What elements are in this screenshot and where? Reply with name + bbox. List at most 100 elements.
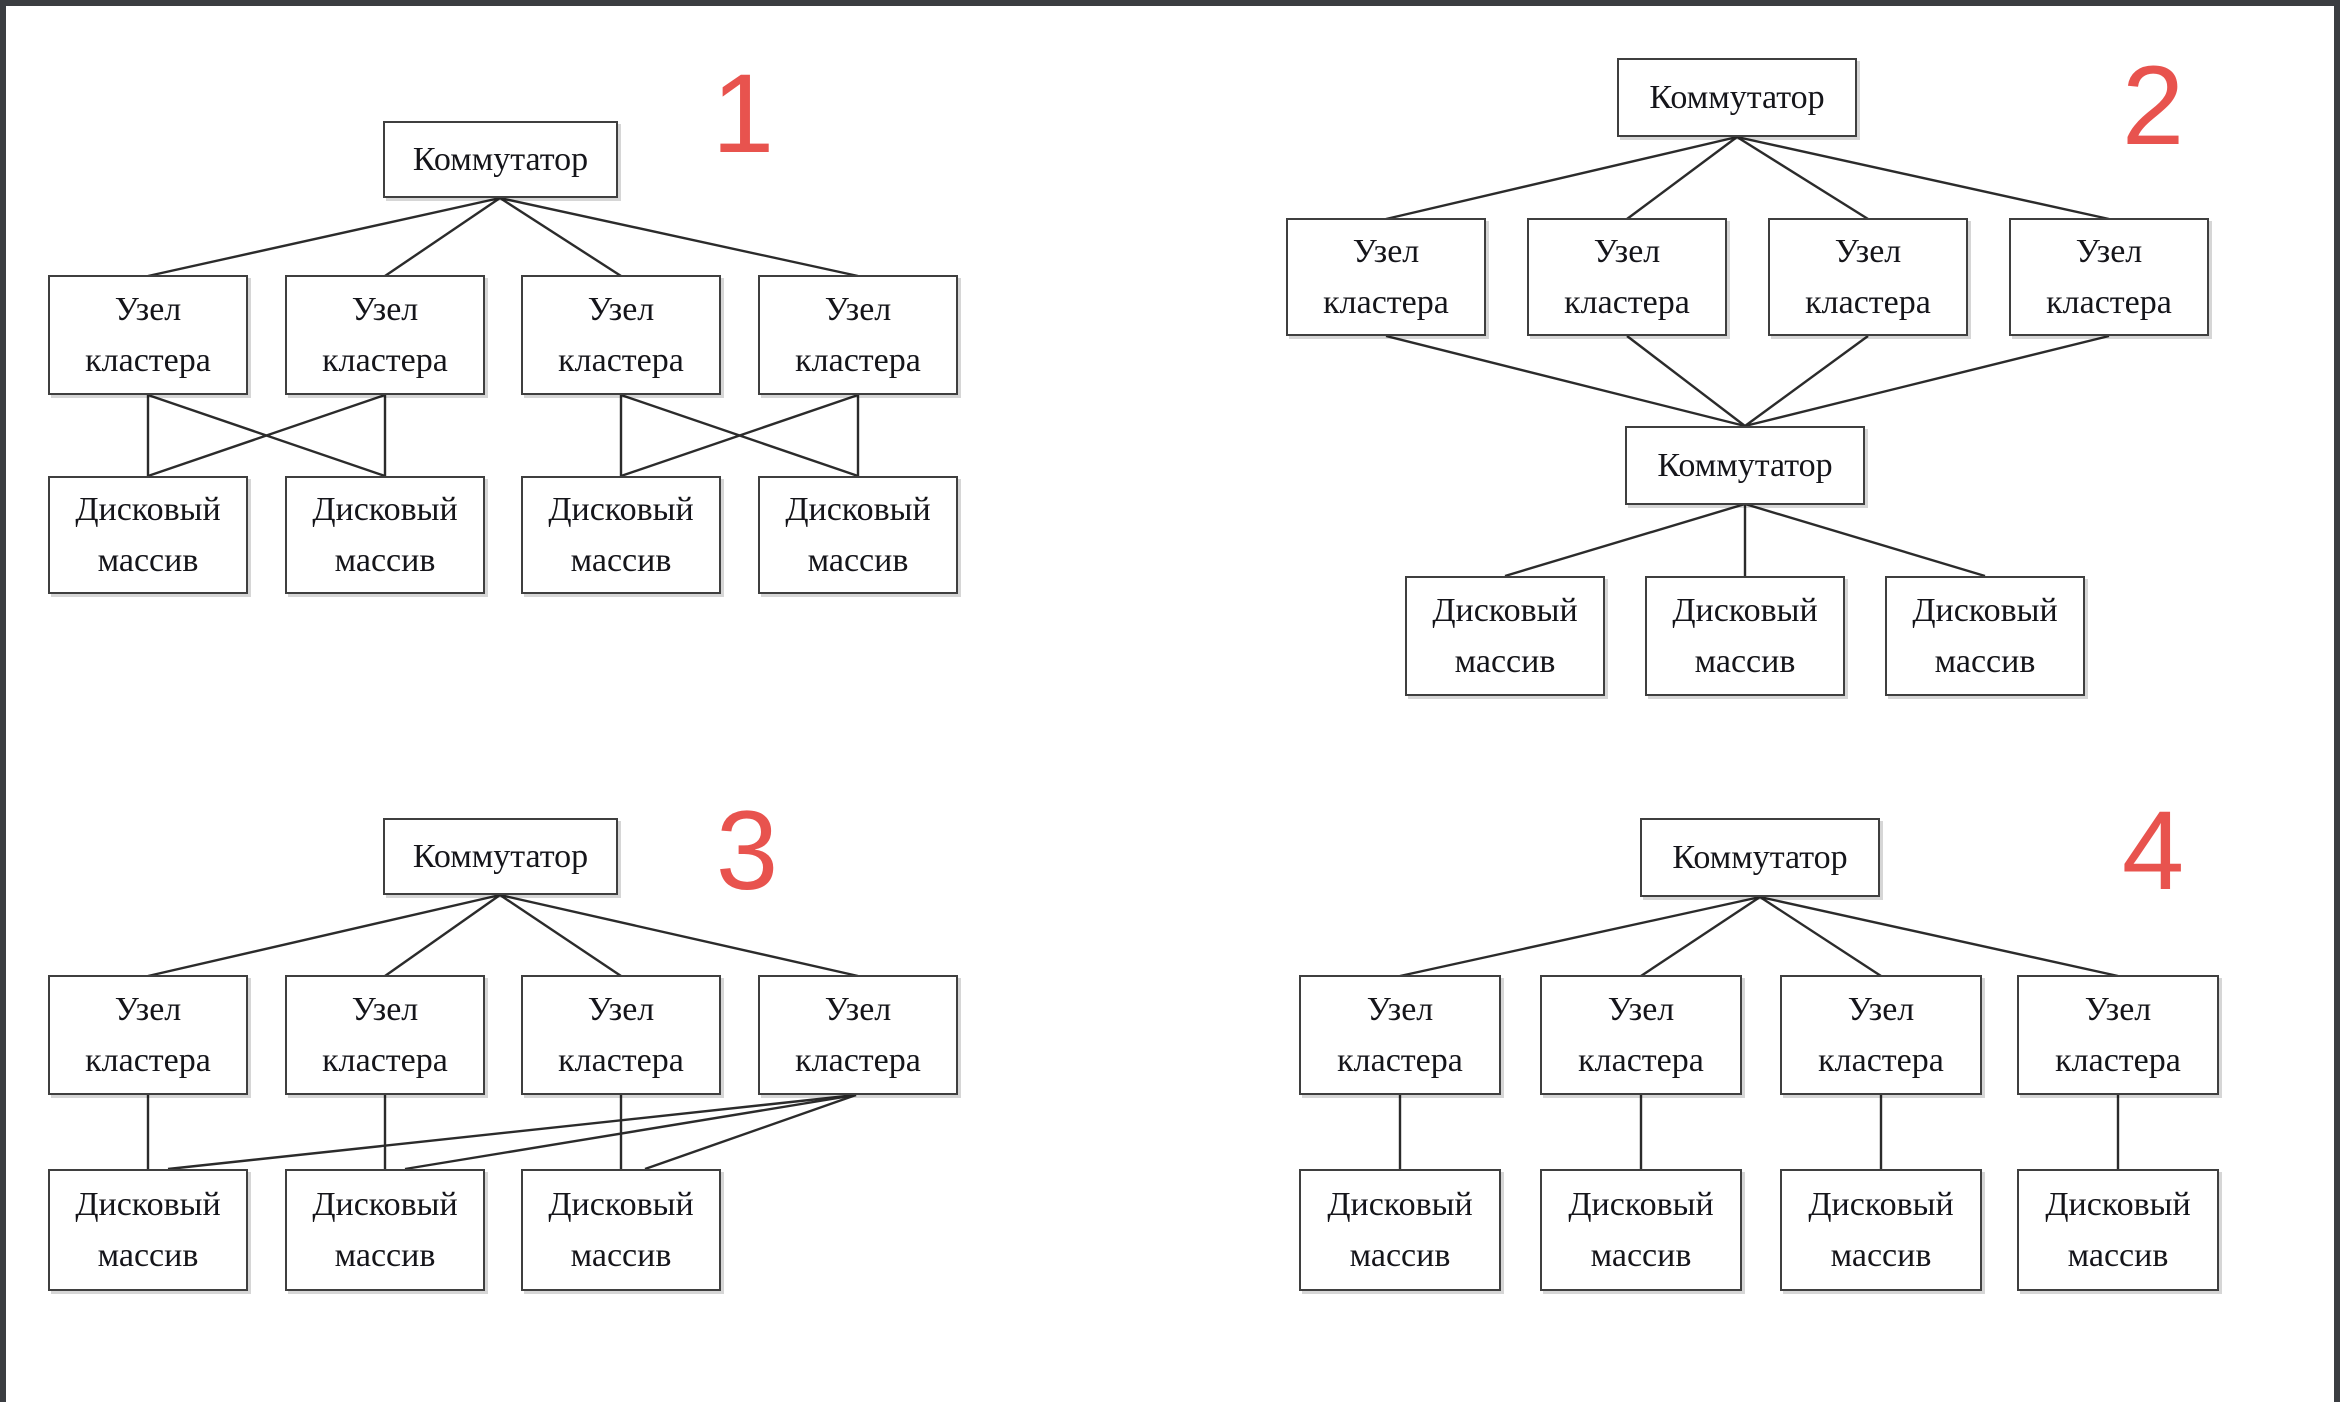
node-label-line2: кластера bbox=[322, 342, 448, 379]
cluster-node-box: Узел кластера bbox=[285, 975, 485, 1095]
disk-label-line2: массив bbox=[1590, 1237, 1692, 1274]
node-label-line2: кластера bbox=[322, 1042, 448, 1079]
disk-array-box: Дисковый массив bbox=[1299, 1169, 1501, 1291]
node-label-line2: кластера bbox=[1323, 284, 1449, 321]
switch-label: Коммутатор bbox=[412, 838, 589, 875]
screenshot-frame-right bbox=[2334, 0, 2340, 1402]
cluster-node-box: Узел кластера bbox=[1780, 975, 1982, 1095]
cluster-node-box: Узел кластера bbox=[48, 975, 248, 1095]
disk-array-box: Дисковый массив bbox=[1780, 1169, 1982, 1291]
cluster-node-box: Узел кластера bbox=[2009, 218, 2209, 336]
node-label-line2: кластера bbox=[2055, 1042, 2181, 1079]
node-label-line1: Узел bbox=[351, 991, 419, 1028]
disk-label-line2: массив bbox=[1694, 643, 1796, 680]
node-label-line1: Узел bbox=[1352, 233, 1420, 270]
disk-label-line1: Дисковый bbox=[2045, 1186, 2191, 1223]
disk-label-line1: Дисковый bbox=[75, 1186, 221, 1223]
diagram-2-number: 2 bbox=[2121, 43, 2185, 168]
disk-label-line2: массив bbox=[570, 1237, 672, 1274]
disk-label-line1: Дисковый bbox=[312, 491, 458, 528]
diagram-1-number: 1 bbox=[711, 51, 775, 176]
disk-label-line1: Дисковый bbox=[1672, 592, 1818, 629]
node-label-line1: Узел bbox=[1366, 991, 1434, 1028]
node-label-line2: кластера bbox=[558, 342, 684, 379]
node-label-line2: кластера bbox=[795, 1042, 921, 1079]
disk-label-line1: Дисковый bbox=[1912, 592, 2058, 629]
node-label-line2: кластера bbox=[2046, 284, 2172, 321]
disk-label-line2: массив bbox=[1830, 1237, 1932, 1274]
disk-label-line2: массив bbox=[97, 1237, 199, 1274]
disk-label-line2: массив bbox=[1349, 1237, 1451, 1274]
node-label-line2: кластера bbox=[85, 1042, 211, 1079]
disk-label-line1: Дисковый bbox=[1808, 1186, 1954, 1223]
diagram2-lines bbox=[1385, 135, 2110, 578]
switch-box: Коммутатор bbox=[383, 121, 618, 198]
node-label-line1: Узел bbox=[587, 291, 655, 328]
screenshot-frame-top bbox=[0, 0, 2340, 6]
switch-label: Коммутатор bbox=[1657, 447, 1833, 484]
node-label-line1: Узел bbox=[587, 991, 655, 1028]
node-label-line1: Узел bbox=[114, 291, 182, 328]
diagram1-lines bbox=[146, 196, 860, 478]
cluster-node-box: Узел кластера bbox=[758, 275, 958, 395]
disk-array-box: Дисковый массив bbox=[1405, 576, 1605, 696]
cluster-node-box: Узел кластера bbox=[285, 275, 485, 395]
switch-box: Коммутатор bbox=[1617, 58, 1857, 137]
disk-label-line1: Дисковый bbox=[1327, 1186, 1473, 1223]
disk-label-line2: массив bbox=[570, 542, 672, 579]
disk-array-box: Дисковый массив bbox=[1885, 576, 2085, 696]
node-label-line1: Узел bbox=[1834, 233, 1902, 270]
cluster-node-box: Узел кластера bbox=[521, 275, 721, 395]
node-label-line1: Узел bbox=[114, 991, 182, 1028]
node-label-line1: Узел bbox=[351, 291, 419, 328]
disk-array-box: Дисковый массив bbox=[1645, 576, 1845, 696]
disk-label-line1: Дисковый bbox=[1568, 1186, 1714, 1223]
cluster-node-box: Узел кластера bbox=[1527, 218, 1727, 336]
disk-label-line2: массив bbox=[1934, 643, 2036, 680]
node-label-line2: кластера bbox=[1337, 1042, 1463, 1079]
diagram-3-number: 3 bbox=[715, 788, 779, 913]
node-label-line1: Узел bbox=[2075, 233, 2143, 270]
switch-box: Коммутатор bbox=[1625, 426, 1865, 505]
cluster-node-box: Узел кластера bbox=[48, 275, 248, 395]
diagram-4-number: 4 bbox=[2121, 788, 2185, 913]
node-label-line2: кластера bbox=[795, 342, 921, 379]
cluster-node-box: Узел кластера bbox=[1299, 975, 1501, 1095]
screenshot-frame-left bbox=[0, 0, 6, 1402]
switch-box: Коммутатор bbox=[1640, 818, 1880, 897]
disk-label-line1: Дисковый bbox=[312, 1186, 458, 1223]
cluster-node-box: Узел кластера bbox=[1286, 218, 1486, 336]
switch-label: Коммутатор bbox=[412, 141, 589, 178]
disk-array-box: Дисковый массив bbox=[1540, 1169, 1742, 1291]
switch-label: Коммутатор bbox=[1672, 839, 1848, 876]
disk-label-line2: массив bbox=[97, 542, 199, 579]
node-label-line2: кластера bbox=[85, 342, 211, 379]
disk-label-line2: массив bbox=[334, 1237, 436, 1274]
switch-label: Коммутатор bbox=[1649, 79, 1825, 116]
disk-label-line2: массив bbox=[1454, 643, 1556, 680]
node-label-line2: кластера bbox=[1818, 1042, 1944, 1079]
disk-label-line1: Дисковый bbox=[1432, 592, 1578, 629]
diagram4-lines bbox=[1398, 895, 2120, 1169]
node-label-line1: Узел bbox=[1607, 991, 1675, 1028]
node-label-line1: Узел bbox=[824, 291, 892, 328]
disk-label-line1: Дисковый bbox=[548, 491, 694, 528]
switch-box: Коммутатор bbox=[383, 818, 618, 895]
node-label-line1: Узел bbox=[1593, 233, 1661, 270]
cluster-node-box: Узел кластера bbox=[1768, 218, 1968, 336]
disk-label-line2: массив bbox=[807, 542, 909, 579]
disk-array-box: Дисковый массив bbox=[285, 476, 485, 594]
disk-label-line2: массив bbox=[334, 542, 436, 579]
node-label-line2: кластера bbox=[1805, 284, 1931, 321]
node-label-line1: Узел bbox=[1847, 991, 1915, 1028]
disk-array-box: Дисковый массив bbox=[285, 1169, 485, 1291]
node-label-line2: кластера bbox=[1564, 284, 1690, 321]
